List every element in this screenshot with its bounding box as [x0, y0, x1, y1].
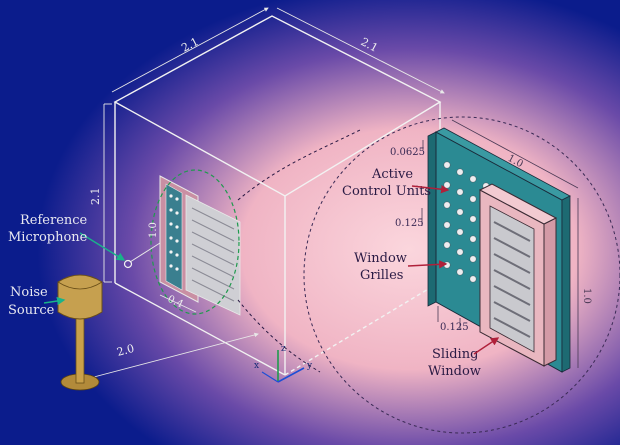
callout-connector-top: [237, 129, 361, 201]
window-height-small-dimension: 1.0: [148, 222, 159, 238]
x-axis-label: x: [254, 361, 259, 371]
noise-source-label-2: Source: [8, 303, 55, 318]
microphone-icon: [123, 259, 133, 269]
z-axis-label: z: [281, 344, 286, 354]
unit-spacing-dimension: 0.125: [395, 218, 424, 229]
noise-source-pointer: [43, 296, 66, 306]
microphone-pointer: [79, 232, 126, 261]
sliding-window-label-1: Sliding: [432, 347, 478, 362]
active-control-units-label-1: Active: [371, 167, 413, 182]
reference-microphone-label-2: Microphone: [8, 230, 88, 245]
detail-height-dimension: 1.0: [581, 288, 592, 304]
reference-microphone: [123, 242, 161, 269]
y-axis: [277, 367, 305, 383]
detail-callout-circle: [303, 116, 620, 434]
reference-microphone-label-1: Reference: [20, 213, 88, 228]
detail-sliding-window: [478, 183, 558, 367]
source-distance-dimension: 2.0: [115, 342, 135, 359]
sliding-window-pointer: [473, 337, 500, 355]
x-axis: [261, 371, 279, 383]
room-height-dimension: 2.1: [89, 188, 102, 206]
sliding-window-label-2: Window: [428, 364, 481, 379]
noise-source-label-1: Noise: [10, 285, 48, 300]
room-dimension-lines: [89, 7, 445, 379]
active-control-units-pointer: [411, 185, 450, 194]
active-control-units-label-2: Control Units: [342, 184, 431, 199]
wall-window-small: [150, 169, 241, 316]
detail-thickness-dimension: 0.0625: [390, 147, 425, 158]
window-grilles-label-2: Grilles: [360, 268, 403, 283]
grille-spacing-dimension: 0.125: [440, 322, 469, 333]
noise-source: [57, 274, 103, 391]
detail-dimension-lines: [421, 119, 579, 368]
window-grilles-pointer: [407, 260, 448, 269]
window-grilles-label-1: Window: [354, 251, 407, 266]
window-offset-line: [159, 294, 197, 313]
